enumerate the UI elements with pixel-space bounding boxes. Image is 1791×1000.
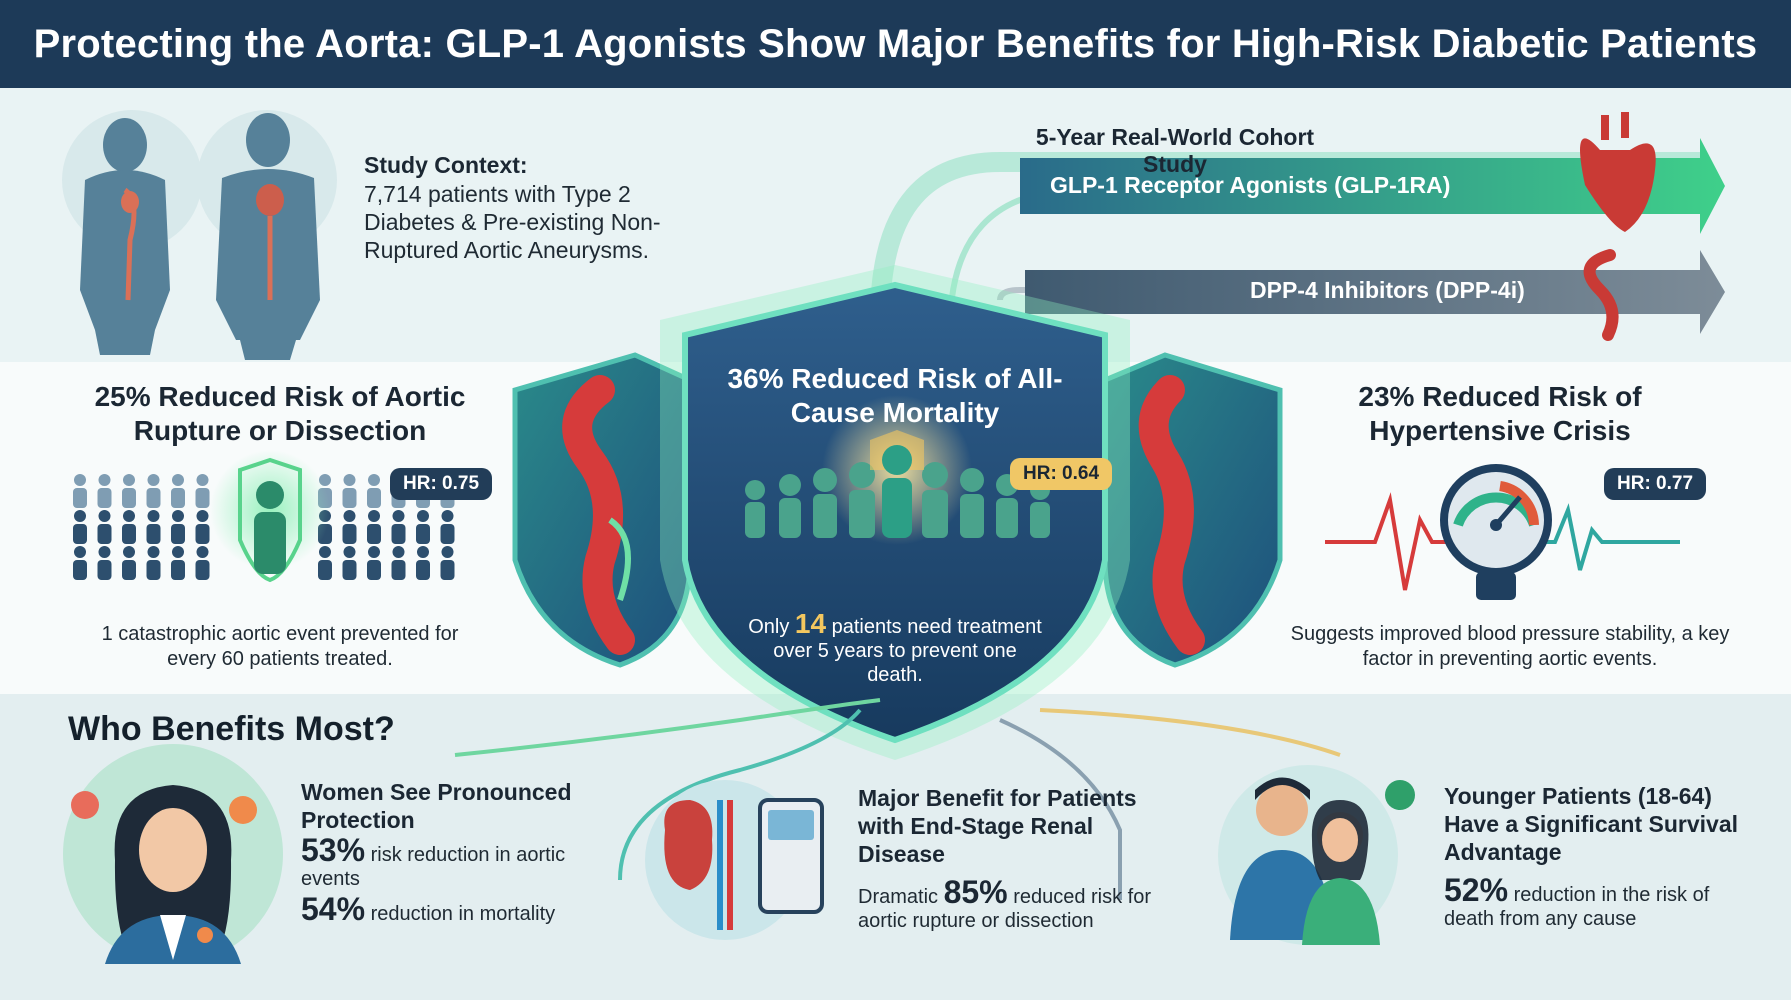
study-context-band xyxy=(0,88,1791,362)
mortality-description: Only 14 patients need treatment over 5 y… xyxy=(745,610,1045,687)
esrd-stat-number: 85% xyxy=(943,874,1008,910)
rupture-hr-badge: HR: 0.75 xyxy=(390,468,493,500)
women-stat-2-number: 54% xyxy=(301,891,366,927)
young-stat: 52% reduction in the risk of death from … xyxy=(1444,874,1744,931)
young-stat-number: 52% xyxy=(1444,872,1509,908)
subgroups-band xyxy=(0,694,1791,1000)
study-design-title: 5-Year Real-World Cohort Study xyxy=(1035,124,1315,177)
crisis-title: 23% Reduced Risk of Hypertensive Crisis xyxy=(1358,381,1642,446)
women-card: Women See Pronounced Protection 53% risk… xyxy=(301,778,601,926)
mortality-desc-pre: Only xyxy=(748,616,790,638)
women-stat-2-text: reduction in mortality xyxy=(370,903,556,925)
title-bar: Protecting the Aorta: GLP-1 Agonists Sho… xyxy=(0,0,1791,88)
subgroups-title: Who Benefits Most? xyxy=(68,710,395,748)
study-context-body: 7,714 patients with Type 2 Diabetes & Pr… xyxy=(364,181,661,263)
mortality-title: 36% Reduced Risk of All-Cause Mortality xyxy=(727,363,1063,428)
young-card: Younger Patients (18-64) Have a Signific… xyxy=(1444,782,1744,931)
women-stat-2: 54% reduction in mortality xyxy=(301,893,601,926)
glp1-arm-label: GLP-1 Receptor Agonists (GLP-1RA) xyxy=(1050,172,1451,198)
mortality-nnt-number: 14 xyxy=(794,608,827,639)
rupture-title: 25% Reduced Risk of Aortic Rupture or Di… xyxy=(94,381,466,446)
crisis-description: Suggests improved blood pressure stabili… xyxy=(1290,623,1730,670)
mortality-desc-post: patients need treatment over 5 years to … xyxy=(773,616,1042,686)
esrd-stat-pre: Dramatic xyxy=(858,886,939,908)
crisis-hr-badge: HR: 0.77 xyxy=(1604,468,1707,500)
women-stat-1-text: risk reduction in aortic events xyxy=(301,844,566,890)
mortality-hr-value: HR: 0.64 xyxy=(1023,463,1100,484)
mortality-hr-badge: HR: 0.64 xyxy=(1010,458,1113,490)
young-stat-text: reduction in the risk of death from any … xyxy=(1444,884,1710,930)
rupture-description: 1 catastrophic aortic event prevented fo… xyxy=(101,623,459,670)
dpp4-arm-label: DPP-4 Inhibitors (DPP-4i) xyxy=(1250,277,1525,303)
young-title: Younger Patients (18-64) Have a Signific… xyxy=(1444,783,1739,865)
esrd-card: Major Benefit for Patients with End-Stag… xyxy=(858,784,1178,933)
study-context-title: Study Context: xyxy=(364,152,528,178)
women-stat-1: 53% risk reduction in aortic events xyxy=(301,834,601,891)
esrd-stat: Dramatic 85% reduced risk for aortic rup… xyxy=(858,876,1178,933)
esrd-title: Major Benefit for Patients with End-Stag… xyxy=(858,785,1137,867)
esrd-stat-text: reduced risk for aortic rupture or disse… xyxy=(858,886,1152,932)
page-title: Protecting the Aorta: GLP-1 Agonists Sho… xyxy=(33,21,1758,66)
women-stat-1-number: 53% xyxy=(301,832,366,868)
crisis-hr-value: HR: 0.77 xyxy=(1617,473,1694,494)
rupture-hr-value: HR: 0.75 xyxy=(403,473,480,494)
women-title: Women See Pronounced Protection xyxy=(301,779,572,833)
